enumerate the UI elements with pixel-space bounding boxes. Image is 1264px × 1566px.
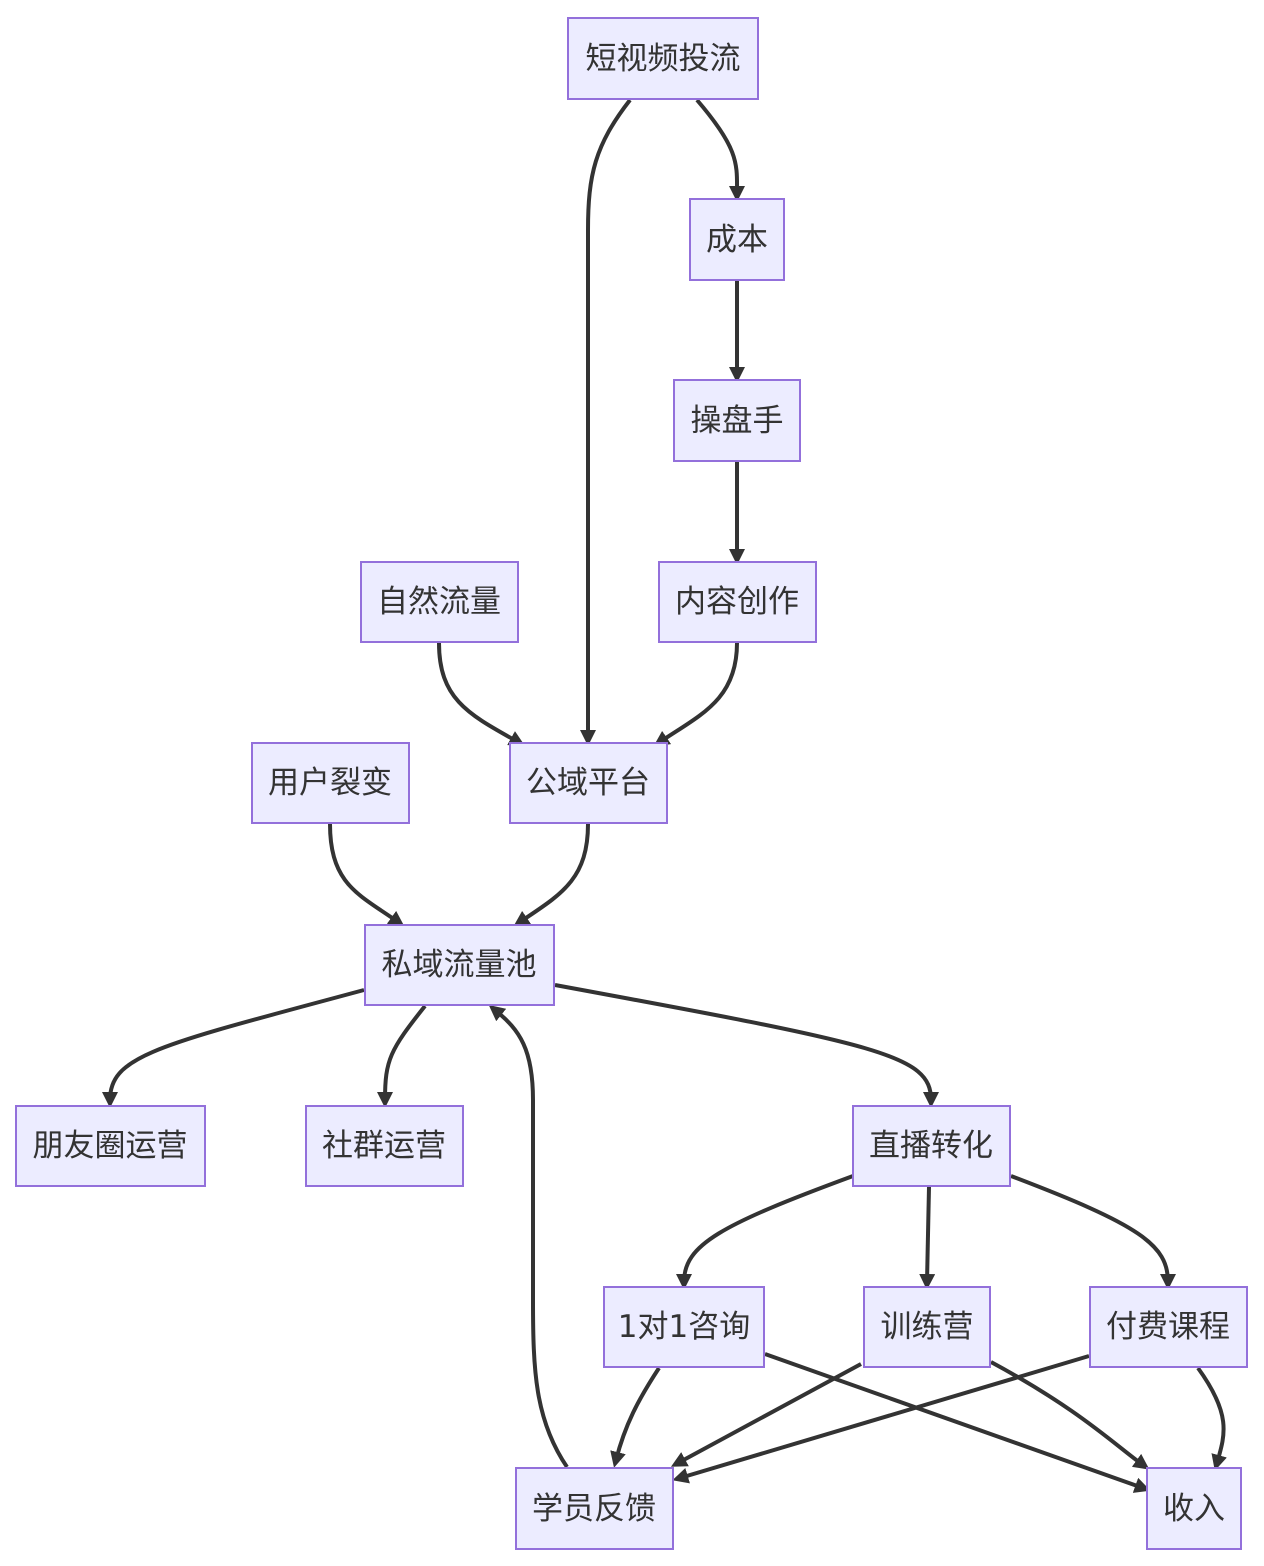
node-natural-traffic[interactable]: 自然流量 — [360, 561, 519, 643]
node-label: 直播转化 — [869, 1128, 993, 1164]
edge-short-video-to-cost — [695, 98, 746, 202]
node-label: 用户裂变 — [268, 765, 392, 801]
edge-private-to-moments — [102, 988, 365, 1108]
node-label: 内容创作 — [675, 584, 799, 620]
node-label: 朋友圈运营 — [33, 1128, 188, 1164]
node-label: 学员反馈 — [532, 1491, 656, 1527]
edge-course-to-revenue — [1196, 1366, 1227, 1471]
node-label: 成本 — [706, 222, 768, 258]
node-public-platform[interactable]: 公域平台 — [509, 742, 668, 824]
node-short-video-ads[interactable]: 短视频投流 — [567, 17, 759, 100]
edges — [102, 98, 1227, 1493]
edge-short-video-to-public — [580, 98, 632, 746]
edge-private-to-live — [554, 983, 939, 1108]
node-revenue[interactable]: 收入 — [1146, 1467, 1242, 1550]
edge-live-to-consult — [676, 1174, 854, 1290]
edge-private-to-community — [377, 1004, 427, 1108]
node-cost[interactable]: 成本 — [689, 198, 785, 281]
node-user-fission[interactable]: 用户裂变 — [251, 742, 410, 824]
node-operator[interactable]: 操盘手 — [673, 379, 801, 462]
edge-course-to-feedback — [672, 1354, 1090, 1484]
edge-live-to-course — [1010, 1174, 1176, 1290]
node-label: 私域流量池 — [382, 947, 537, 983]
edge-public-to-private — [513, 823, 590, 927]
node-label: 社群运营 — [322, 1128, 446, 1164]
node-label: 收入 — [1163, 1491, 1225, 1527]
node-one-on-one-consult[interactable]: 1对1咨询 — [603, 1286, 765, 1368]
node-student-feedback[interactable]: 学员反馈 — [515, 1467, 674, 1550]
node-label: 操盘手 — [691, 403, 784, 439]
node-label: 短视频投流 — [586, 41, 741, 77]
node-community-operation[interactable]: 社群运营 — [305, 1105, 464, 1187]
edge-live-to-camp — [919, 1186, 936, 1290]
node-live-conversion[interactable]: 直播转化 — [852, 1105, 1011, 1187]
edge-feedback-to-private — [488, 1005, 569, 1469]
node-training-camp[interactable]: 训练营 — [863, 1286, 991, 1368]
node-label: 训练营 — [881, 1309, 974, 1345]
node-label: 付费课程 — [1106, 1309, 1230, 1345]
edge-fission-to-private — [328, 823, 405, 927]
node-label: 自然流量 — [377, 584, 501, 620]
node-moments-operation[interactable]: 朋友圈运营 — [15, 1105, 206, 1187]
edge-content-to-public — [653, 642, 739, 747]
edge-natural-to-public — [437, 642, 525, 746]
edge-consult-to-revenue — [764, 1352, 1151, 1493]
edge-camp-to-feedback — [670, 1362, 862, 1467]
node-label: 1对1咨询 — [618, 1309, 750, 1345]
node-content-creation[interactable]: 内容创作 — [658, 561, 817, 643]
node-paid-course[interactable]: 付费课程 — [1089, 1286, 1248, 1368]
node-private-traffic-pool[interactable]: 私域流量池 — [364, 924, 555, 1006]
edge-consult-to-feedback — [610, 1366, 661, 1468]
node-label: 公域平台 — [526, 765, 650, 801]
nodes: 短视频投流 成本 操盘手 自然流量 内容创作 用户裂变 公域平台 私域流量池 — [15, 17, 1248, 1550]
